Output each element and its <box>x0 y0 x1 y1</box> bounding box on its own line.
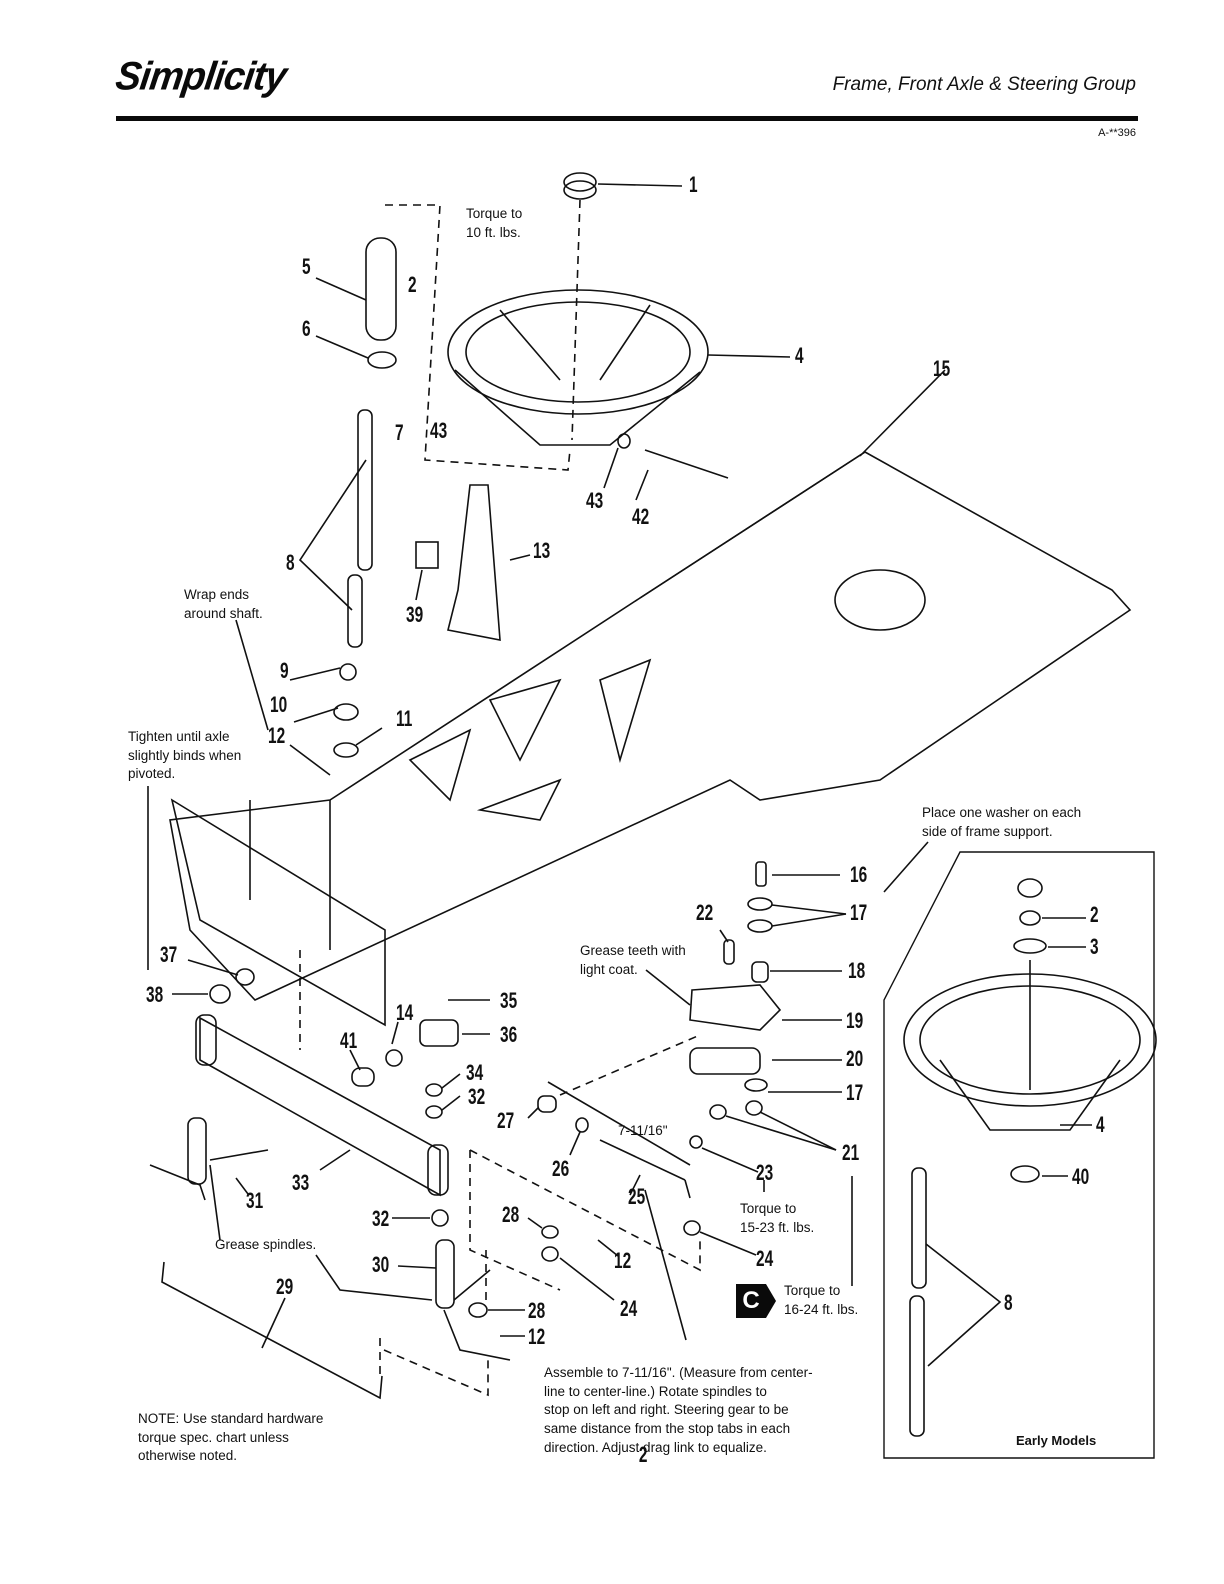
note-line: 16-24 ft. lbs. <box>784 1301 859 1317</box>
callout-4: 4 <box>795 343 804 368</box>
callout-43: 43 <box>430 418 448 443</box>
note-torque-16-24: Torque to 16-24 ft. lbs. <box>784 1282 858 1319</box>
callout-6: 6 <box>302 316 311 341</box>
callout-24: 24 <box>756 1246 774 1271</box>
callout-28b: 28 <box>528 1298 546 1323</box>
callout-32: 32 <box>468 1084 486 1109</box>
note-line: Wrap ends <box>184 587 250 602</box>
callout-23: 23 <box>756 1160 774 1185</box>
callout-22: 22 <box>696 900 714 925</box>
callout-30: 30 <box>372 1252 390 1277</box>
callout-35: 35 <box>500 988 518 1013</box>
note-line: Grease teeth with <box>580 943 686 958</box>
note-wrap-ends: Wrap ends around shaft. <box>184 586 263 623</box>
callout-13: 13 <box>533 538 551 563</box>
note-line: 10 ft. lbs. <box>466 224 521 240</box>
note-line: direction. Adjust drag link to equalize. <box>544 1439 767 1455</box>
callout-43b: 43 <box>586 488 604 513</box>
note-line: slightly binds when <box>128 747 242 763</box>
callout-1: 1 <box>689 172 698 197</box>
callout-15: 15 <box>933 356 951 381</box>
note-line: pivoted. <box>128 766 176 782</box>
callout-7: 7 <box>395 420 404 445</box>
note-torque-15-23: Torque to 15-23 ft. lbs. <box>740 1200 814 1237</box>
note-place-washer: Place one washer on each side of frame s… <box>922 804 1081 841</box>
page-number: 2 <box>638 1442 648 1467</box>
note-line: light coat. <box>580 961 638 977</box>
callout-27: 27 <box>497 1108 515 1133</box>
callout-11: 11 <box>396 706 413 731</box>
callout-16: 16 <box>850 862 868 887</box>
callout-10: 10 <box>270 692 288 717</box>
callout-24b: 24 <box>620 1296 638 1321</box>
callout-39: 39 <box>406 602 424 627</box>
callout-25: 25 <box>628 1184 646 1209</box>
callout-26: 26 <box>552 1156 570 1181</box>
section-title: Frame, Front Axle & Steering Group <box>832 74 1136 95</box>
callout-38: 38 <box>146 982 164 1007</box>
callout-12: 12 <box>268 723 286 748</box>
note-line: side of frame support. <box>922 823 1053 839</box>
callout-2: 2 <box>408 272 417 297</box>
callout-33: 33 <box>292 1170 310 1195</box>
callout-9: 9 <box>280 658 289 683</box>
note-line: stop on left and right. Steering gear to… <box>544 1402 789 1418</box>
callout-37: 37 <box>160 942 178 967</box>
header-rule <box>116 116 1138 121</box>
note-grease-teeth: Grease teeth with light coat. <box>580 942 686 979</box>
note-torque-10: Torque to 10 ft. lbs. <box>466 205 522 242</box>
note-line: torque spec. chart unless <box>138 1429 289 1445</box>
note-standard-hardware: NOTE: Use standard hardware torque spec.… <box>138 1410 323 1466</box>
callout-42: 42 <box>632 504 650 529</box>
note-tighten-axle: Tighten until axle slightly binds when p… <box>128 728 241 784</box>
callout-18: 18 <box>848 958 866 983</box>
callout-28: 28 <box>502 1202 520 1227</box>
callout-5: 5 <box>302 254 311 279</box>
note-grease-spindles: Grease spindles. <box>215 1237 317 1252</box>
doc-number: A-**396 <box>1098 127 1136 139</box>
steering-wheel-drawing <box>447 172 709 446</box>
callout-17: 17 <box>850 900 868 925</box>
early-callout-4: 4 <box>1096 1112 1105 1137</box>
note-line: Torque to <box>740 1201 797 1216</box>
callout-31: 31 <box>246 1188 264 1213</box>
note-line: NOTE: Use standard hardware <box>138 1411 324 1426</box>
callout-21: 21 <box>842 1140 860 1165</box>
callout-32b: 32 <box>372 1206 390 1231</box>
callout-29: 29 <box>276 1274 294 1299</box>
note-line: 15-23 ft. lbs. <box>740 1219 815 1235</box>
callout-41: 41 <box>340 1028 358 1053</box>
early-callout-3: 3 <box>1090 934 1099 959</box>
callout-12c: 12 <box>528 1324 546 1349</box>
note-line: line to center-line.) Rotate spindles to <box>544 1383 767 1399</box>
note-line: Torque to <box>466 206 523 221</box>
note-line: Tighten until axle <box>128 729 230 744</box>
callout-20: 20 <box>846 1046 864 1071</box>
note-assemble: Assemble to 7-11/16". (Measure from cent… <box>544 1364 813 1457</box>
callout-17b: 17 <box>846 1080 864 1105</box>
callout-14: 14 <box>396 1000 414 1025</box>
note-drag-link-length: 7-11/16" <box>618 1123 668 1138</box>
callout-19: 19 <box>846 1008 864 1033</box>
early-callout-2: 2 <box>1090 902 1099 927</box>
early-models-label: Early Models <box>1016 1433 1097 1448</box>
early-callout-40: 40 <box>1072 1164 1090 1189</box>
note-line: Assemble to 7-11/16". (Measure from cent… <box>544 1365 813 1380</box>
note-line: around shaft. <box>184 605 263 621</box>
early-callout-8: 8 <box>1004 1290 1013 1315</box>
note-line: otherwise noted. <box>138 1448 238 1464</box>
callout-8: 8 <box>286 550 295 575</box>
c-badge-icon: C <box>736 1284 776 1318</box>
note-line: Torque to <box>784 1283 841 1298</box>
note-line: Place one washer on each <box>922 805 1082 820</box>
note-line: same distance from the stop tabs in each <box>544 1420 791 1436</box>
callout-12b: 12 <box>614 1248 632 1273</box>
callout-36: 36 <box>500 1022 518 1047</box>
callout-34: 34 <box>466 1060 484 1085</box>
